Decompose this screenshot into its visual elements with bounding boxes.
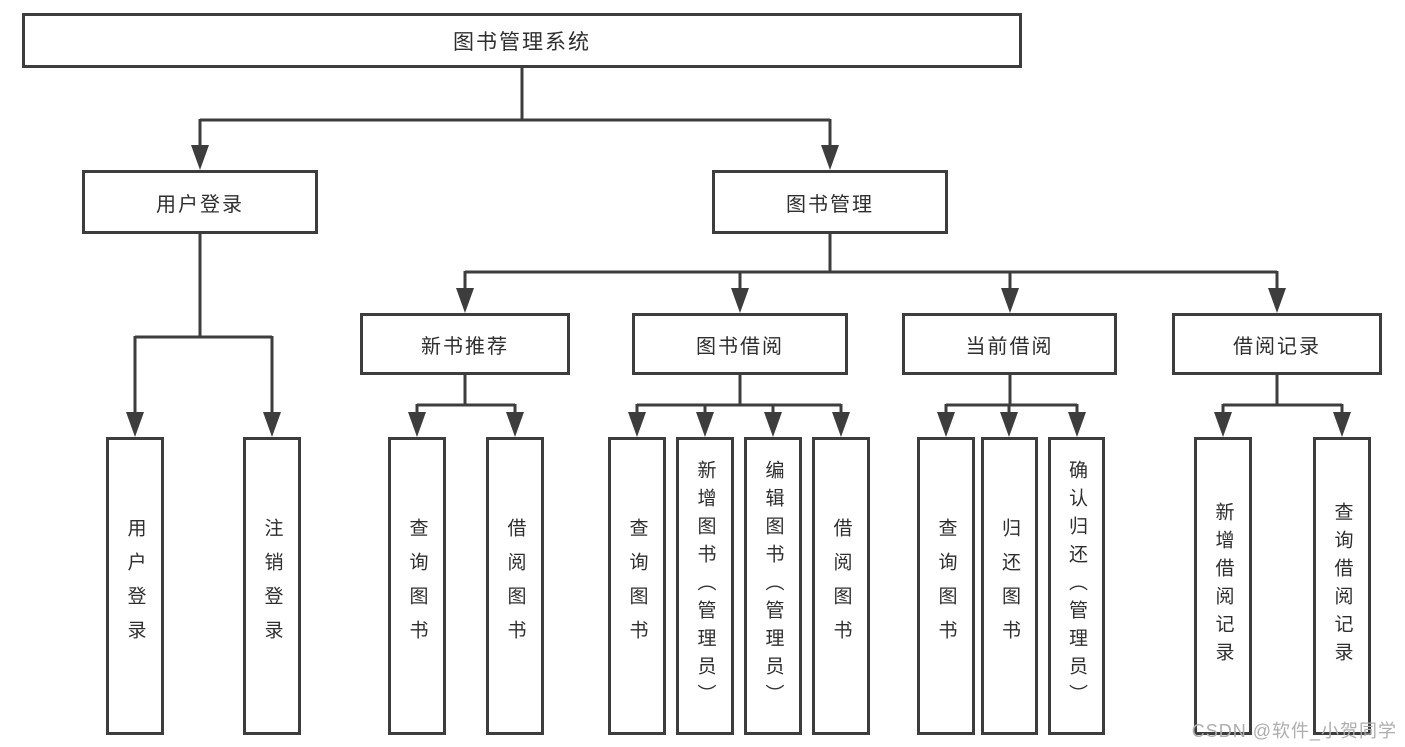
node-label: 图书管理系统 (453, 30, 591, 54)
leaf-edit-books-admin: 编辑图书（管理员） (744, 437, 802, 735)
node-label: 用户登录 (124, 518, 146, 654)
node-label: 当前借阅 (965, 335, 1054, 358)
node-label: 查询图书 (406, 518, 428, 654)
leaf-borrow-books-recommend: 借阅图书 (486, 437, 544, 735)
leaf-query-books-current: 查询图书 (917, 437, 975, 735)
node-user-login: 用户登录 (82, 170, 318, 234)
node-label: 查询图书 (935, 518, 957, 654)
node-label: 借阅图书 (830, 518, 852, 654)
leaf-query-borrow-record: 查询借阅记录 (1313, 437, 1371, 735)
csdn-watermark: CSDN @软件_小贺同学 (1191, 721, 1397, 741)
node-label: 归还图书 (999, 518, 1020, 654)
node-current-borrowing: 当前借阅 (902, 313, 1117, 375)
node-borrowing-records: 借阅记录 (1172, 313, 1382, 375)
node-new-book-recommendation: 新书推荐 (360, 313, 570, 375)
node-label: 图书管理 (786, 193, 874, 216)
leaf-query-books-borrow: 查询图书 (608, 437, 666, 735)
node-book-management: 图书管理 (712, 170, 948, 234)
leaf-add-books-admin: 新增图书（管理员） (676, 437, 734, 735)
node-label: 注销登录 (261, 518, 283, 654)
node-book-borrowing: 图书借阅 (632, 313, 848, 375)
leaf-logout: 注销登录 (243, 437, 301, 735)
node-label: 新书推荐 (421, 335, 509, 358)
node-label: 查询图书 (626, 518, 648, 654)
node-label: 新增借阅记录 (1212, 502, 1234, 670)
node-label: 借阅图书 (504, 518, 526, 654)
leaf-add-borrow-record: 新增借阅记录 (1194, 437, 1252, 735)
leaf-borrow-books: 借阅图书 (812, 437, 870, 735)
node-label: 编辑图书（管理员） (762, 460, 784, 712)
node-label: 用户登录 (156, 193, 244, 216)
leaf-query-books-recommend: 查询图书 (388, 437, 446, 735)
leaf-user-login: 用户登录 (106, 437, 164, 735)
node-label: 新增图书（管理员） (694, 460, 716, 712)
node-label: 确认归还（管理员） (1066, 460, 1087, 712)
node-label: 查询借阅记录 (1331, 502, 1353, 670)
node-label: 借阅记录 (1233, 335, 1321, 358)
node-label: 图书借阅 (696, 335, 784, 358)
node-library-management-system: 图书管理系统 (22, 13, 1022, 68)
leaf-return-books: 归还图书 (981, 437, 1038, 735)
leaf-confirm-return-admin: 确认归还（管理员） (1048, 437, 1105, 735)
